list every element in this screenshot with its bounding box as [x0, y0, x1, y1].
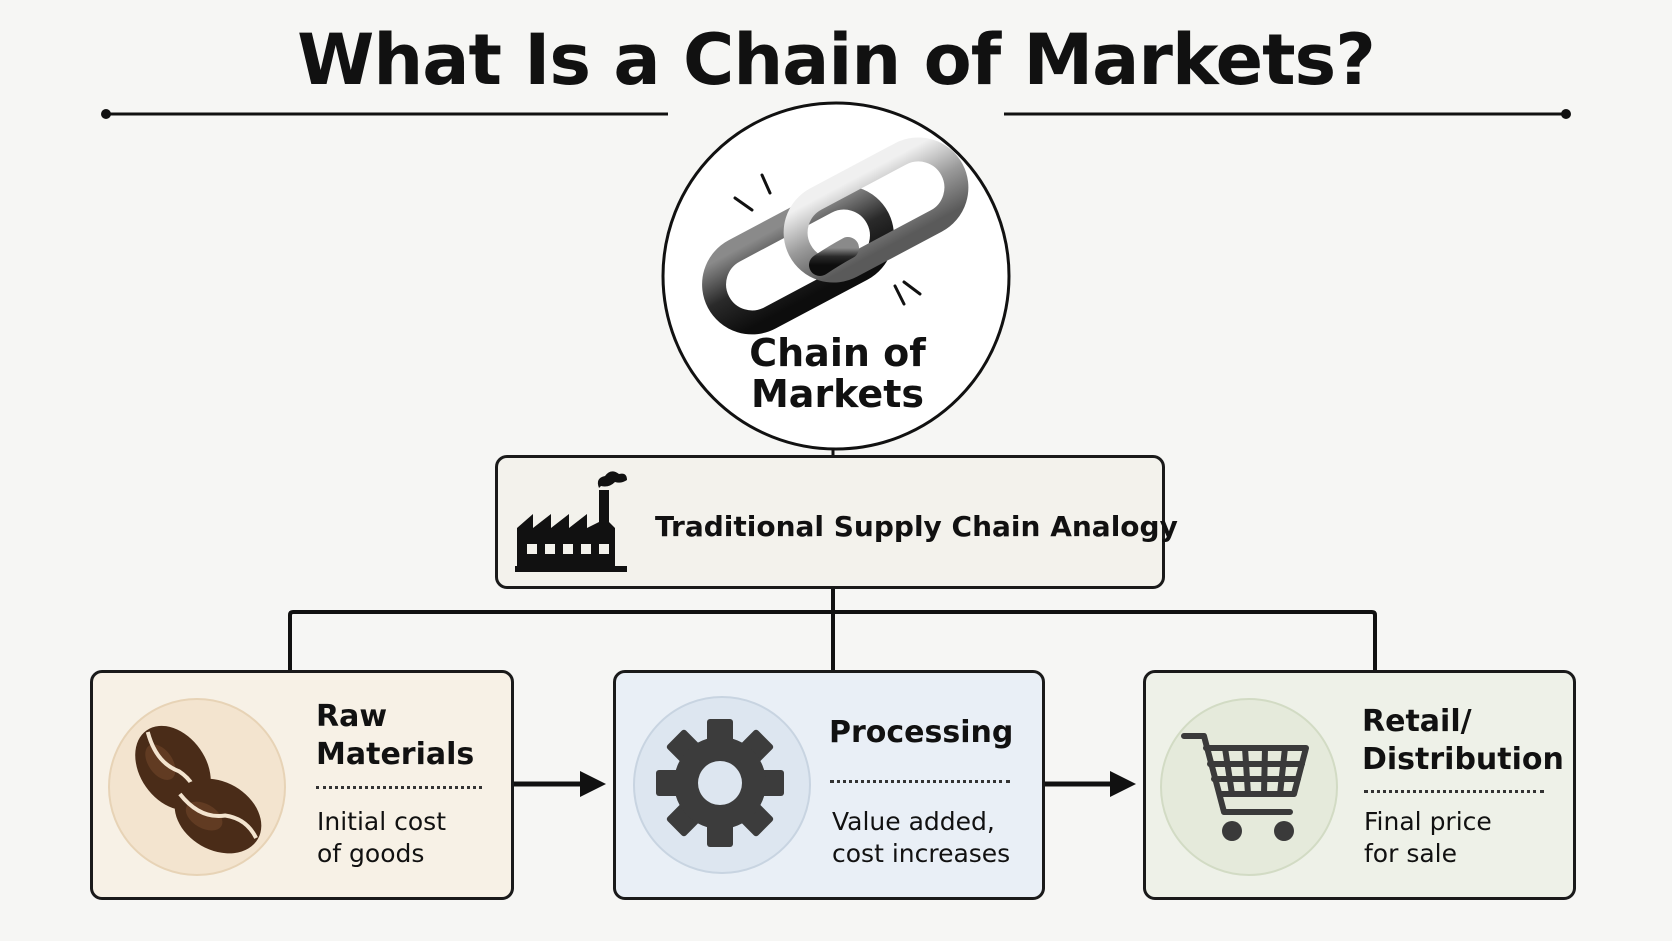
retail-divider — [1364, 790, 1544, 793]
raw-materials-desc: Initial cost of goods — [317, 807, 446, 868]
chain-link-icon — [702, 137, 969, 335]
connector-tree — [288, 589, 1377, 670]
coffee-beans-icon — [135, 725, 262, 854]
arrow-raw-to-processing — [514, 771, 606, 797]
factory-icon — [515, 471, 627, 572]
shopping-cart-icon — [1181, 733, 1309, 841]
raw-divider — [316, 786, 482, 789]
processing-desc: Value added, cost increases — [832, 807, 1011, 868]
hub-label-line1: Chain of — [749, 331, 926, 375]
title-divider — [101, 109, 1571, 119]
page-title: What Is a Chain of Markets? — [297, 19, 1376, 101]
processing-divider — [830, 780, 1010, 783]
arrow-processing-to-retail — [1045, 771, 1136, 797]
retail-distribution-title: Retail/ Distribution — [1362, 704, 1564, 777]
analogy-label: Traditional Supply Chain Analogy — [655, 510, 1178, 543]
processing-title: Processing — [829, 715, 1014, 750]
raw-materials-title: Raw Materials — [316, 699, 475, 772]
hub-label: Chain of Markets — [690, 333, 985, 415]
hub-label-line2: Markets — [750, 372, 924, 416]
gear-icon — [656, 719, 784, 847]
retail-distribution-desc: Final price for sale — [1364, 807, 1492, 868]
